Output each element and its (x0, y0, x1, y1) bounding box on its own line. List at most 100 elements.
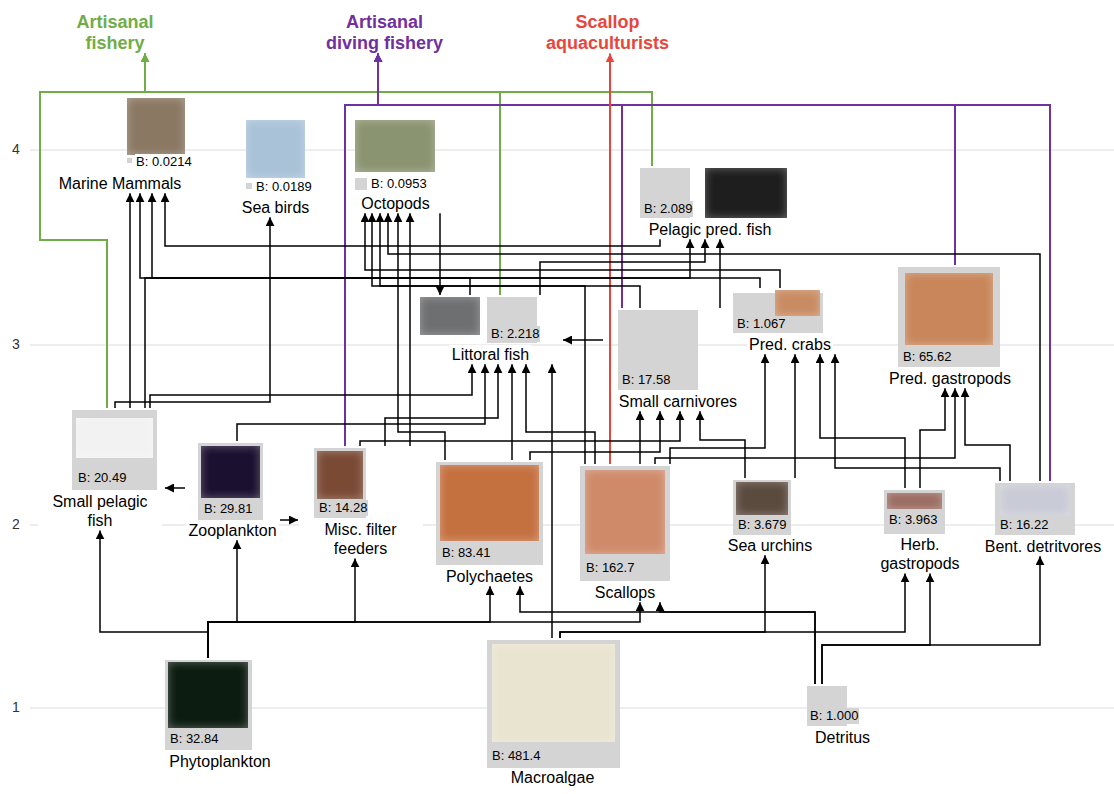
group-name: Sea birds (240, 198, 312, 217)
group-picture (76, 418, 153, 458)
group-name-row: Bent. detritvores (978, 537, 1108, 556)
fishery-node: Scallop aquaculturists (540, 12, 675, 53)
food-link-connector (639, 411, 641, 464)
group-name-row: Phytoplankton (155, 752, 285, 771)
trophic-group-node: B: 14.28Misc. filter feeders (298, 446, 423, 558)
group-name-row: Littoral fish (418, 345, 563, 364)
trophic-group-node: B: 0.0189Sea birds (238, 118, 313, 217)
trophic-group-node: B: 3.679Sea urchins (725, 478, 815, 555)
group-name-row: Marine Mammals (45, 174, 195, 193)
trophic-group-node: B: 65.62Pred. gastropods (870, 265, 1030, 388)
group-name-row: Small pelagic fish (35, 492, 165, 530)
trophic-group-node: B: 0.0214Marine Mammals (45, 98, 195, 193)
group-name-row: Pred. gastropods (870, 369, 1030, 388)
group-name-row: Octopods (348, 194, 443, 213)
group-figure: B: 0.0189 (238, 118, 313, 198)
food-link-connector (165, 193, 660, 246)
biomass-box (355, 178, 367, 190)
fishery-name: Artisanal fishery (55, 12, 175, 53)
group-figure: B: 1.067 (730, 288, 850, 335)
biomass-value: B: 65.62 (902, 349, 952, 365)
group-name: Small carnivores (617, 392, 739, 411)
trophic-level-number: 3 (12, 336, 20, 352)
group-name: Polychaetes (444, 567, 535, 586)
group-name: Misc. filter feeders (299, 520, 423, 558)
food-link-connector (920, 388, 945, 488)
trophic-group-node: B: 0.0953Octopods (348, 118, 443, 213)
food-link-connector (385, 364, 498, 446)
food-link-connector (237, 364, 485, 441)
group-picture (246, 120, 305, 178)
food-link-connector (965, 388, 1010, 481)
food-link-connector (511, 364, 513, 460)
food-link-connector (794, 354, 796, 478)
group-figure: B: 17.58 (603, 308, 753, 392)
trophic-group-node: B: 481.4Macroalgae (480, 638, 625, 787)
biomass-value: B: 17.58 (621, 372, 671, 388)
group-name-row: Small carnivores (603, 392, 753, 411)
biomass-value: B: 32.84 (169, 731, 219, 747)
food-link-connector (145, 239, 690, 408)
group-name: Pred. crabs (747, 335, 833, 354)
biomass-value: B: 0.0953 (370, 176, 428, 192)
trophic-group-node: B: 29.81Zooplankton (185, 441, 280, 540)
biomass-value: B: 16.22 (999, 517, 1049, 533)
group-picture (168, 662, 248, 728)
group-picture (420, 297, 480, 335)
food-link-connector (378, 53, 1050, 481)
group-name-row: Herb. gastropods (875, 535, 965, 573)
group-figure: B: 3.679 (725, 478, 815, 536)
trophic-group-node: B: 2.218Littoral fish (418, 295, 563, 364)
trophic-group-node: B: 162.7Scallops (575, 464, 675, 602)
trophic-level-number: 1 (12, 699, 20, 715)
food-link-connector (378, 53, 955, 265)
group-name: Octopods (359, 194, 431, 213)
food-link-connector (380, 213, 585, 464)
group-name-row: Pred. crabs (730, 335, 850, 354)
group-name-row: Macroalgae (480, 768, 625, 787)
food-link-connector (660, 602, 815, 684)
food-link-connector (165, 487, 185, 489)
group-name: Sea urchins (726, 536, 815, 555)
group-picture (705, 168, 787, 218)
food-link-connector (129, 193, 131, 408)
fishery-node: Artisanal fishery (55, 12, 175, 53)
group-figure: B: 0.0214 (45, 98, 195, 174)
trophic-level-number: 2 (12, 516, 20, 532)
group-name: Macroalgae (509, 768, 597, 787)
fishery-name: Artisanal diving fishery (322, 12, 447, 53)
group-figure: B: 14.28 (298, 446, 423, 520)
biomass-value: B: 14.28 (318, 500, 368, 516)
group-picture (492, 644, 615, 742)
trophic-group-node: B: 32.84Phytoplankton (155, 658, 285, 771)
group-figure: B: 29.81 (185, 441, 280, 521)
group-name: Scallops (593, 583, 657, 602)
trophic-group-node: B: 2.089Pelagic pred. fish (625, 166, 795, 239)
biomass-value: B: 83.41 (441, 545, 491, 561)
food-link-connector (530, 411, 660, 460)
food-link-connector (145, 53, 500, 295)
food-link-connector (409, 213, 411, 446)
grid-line (30, 150, 1114, 151)
group-picture (201, 446, 260, 498)
food-link-connector (540, 239, 705, 295)
group-figure: B: 20.49 (35, 408, 165, 492)
group-name: Zooplankton (186, 521, 278, 540)
group-name: Small pelagic fish (38, 492, 162, 530)
group-figure: B: 2.218 (418, 295, 563, 345)
group-figure: B: 83.41 (432, 460, 547, 567)
food-link-connector (398, 213, 445, 460)
group-picture (775, 290, 820, 316)
biomass-value: B: 162.7 (585, 560, 635, 576)
group-picture (317, 451, 363, 499)
group-figure: B: 0.0953 (348, 118, 443, 194)
group-name: Herb. gastropods (875, 535, 965, 573)
group-name: Detritus (813, 728, 872, 747)
group-picture (440, 465, 539, 541)
trophic-group-node: B: 83.41Polychaetes (432, 460, 547, 586)
group-name-row: Scallops (575, 583, 675, 602)
group-figure: B: 2.089 (625, 166, 795, 220)
fishery-name: Scallop aquaculturists (540, 12, 675, 53)
food-link-connector (280, 519, 298, 521)
